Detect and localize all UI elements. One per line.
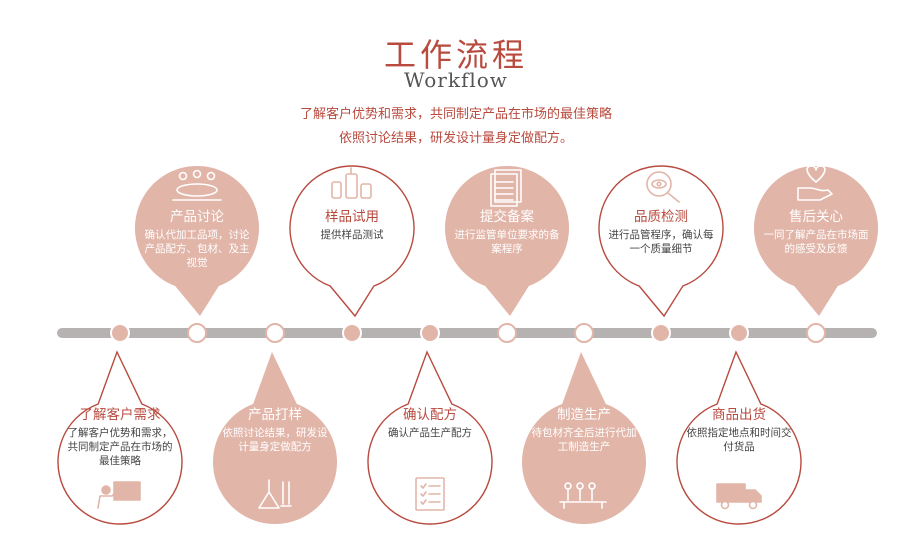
timeline-node-4 bbox=[342, 323, 362, 343]
step-bubble-7 bbox=[522, 352, 647, 524]
step-bubble-10 bbox=[754, 166, 878, 316]
step-label-5: 确认配方确认产品生产配方 bbox=[376, 406, 484, 440]
step-bubble-8 bbox=[598, 165, 724, 318]
step-title: 样品试用 bbox=[325, 209, 379, 225]
step-label-8: 品质检测进行品管程序，确认每一个质量细节 bbox=[607, 208, 715, 256]
step-label-1: 了解客户需求了解客户优势和需求，共同制定产品在市场的最佳策略 bbox=[66, 406, 174, 468]
step-label-9: 商品出货依照指定地点和时间交付货品 bbox=[685, 406, 793, 454]
presenter-icon bbox=[97, 481, 141, 509]
step-title: 提交备案 bbox=[480, 209, 534, 225]
lab-flask-icon bbox=[258, 479, 292, 509]
timeline-node-6 bbox=[497, 323, 517, 343]
heart-hand-icon bbox=[797, 165, 833, 201]
step-description: 待包材齐全后进行代加工制造生产 bbox=[531, 427, 637, 453]
formula-checklist-icon bbox=[415, 477, 445, 511]
step-title: 售后关心 bbox=[789, 209, 843, 225]
documents-icon bbox=[490, 169, 522, 207]
step-bubble-6 bbox=[445, 166, 569, 316]
step-description: 了解客户优势和需求，共同制定产品在市场的最佳策略 bbox=[67, 427, 173, 467]
step-description: 提供样品测试 bbox=[320, 229, 384, 241]
step-description: 依照讨论结果，研发设计量身定做配方 bbox=[222, 427, 328, 453]
step-description: 确认代加工品项，讨论产品配方、包材、及主视觉 bbox=[144, 229, 250, 269]
step-description: 确认产品生产配方 bbox=[388, 427, 472, 439]
step-bubble-4 bbox=[289, 165, 415, 318]
intro-line-2: 依照讨论结果，研发设计量身定做配方。 bbox=[338, 131, 573, 146]
step-title: 产品打样 bbox=[248, 407, 302, 423]
production-line-icon bbox=[559, 482, 607, 509]
timeline-node-2 bbox=[187, 323, 207, 343]
step-bubble-5 bbox=[367, 350, 493, 525]
step-title: 确认配方 bbox=[403, 407, 457, 423]
timeline-node-10 bbox=[806, 323, 826, 343]
step-title: 品质检测 bbox=[634, 209, 688, 225]
step-bubble-9 bbox=[676, 350, 802, 525]
step-label-4: 样品试用提供样品测试 bbox=[298, 208, 406, 242]
step-description: 一同了解产品在市场面的感受及反馈 bbox=[763, 229, 869, 255]
step-description: 进行品管程序，确认每一个质量细节 bbox=[608, 229, 714, 255]
timeline-node-3 bbox=[265, 323, 285, 343]
intro-line-1: 了解客户优势和需求，共同制定产品在市场的最佳策略 bbox=[299, 107, 612, 122]
step-label-7: 制造生产待包材齐全后进行代加工制造生产 bbox=[530, 406, 638, 454]
meeting-icon bbox=[172, 169, 222, 201]
cosmetic-bottles-icon bbox=[331, 167, 372, 199]
step-title: 商品出货 bbox=[712, 407, 766, 423]
timeline-node-8 bbox=[651, 323, 671, 343]
step-label-6: 提交备案进行监管单位要求的备案程序 bbox=[453, 208, 561, 256]
step-bubble-1 bbox=[57, 350, 183, 525]
step-description: 进行监管单位要求的备案程序 bbox=[454, 229, 560, 255]
step-label-10: 售后关心一同了解产品在市场面的感受及反馈 bbox=[762, 208, 870, 256]
step-bubble-3 bbox=[213, 352, 337, 524]
magnifier-eye-icon bbox=[646, 171, 680, 203]
step-label-3: 产品打样依照讨论结果，研发设计量身定做配方 bbox=[221, 406, 329, 454]
step-description: 依照指定地点和时间交付货品 bbox=[686, 427, 792, 453]
timeline-node-7 bbox=[574, 323, 594, 343]
step-label-2: 产品讨论确认代加工品项，讨论产品配方、包材、及主视觉 bbox=[143, 208, 251, 270]
step-title: 了解客户需求 bbox=[79, 407, 161, 423]
step-bubble-2 bbox=[134, 165, 259, 316]
step-title: 制造生产 bbox=[557, 407, 611, 423]
page-subtitle: Workflow bbox=[404, 68, 508, 92]
timeline-node-1 bbox=[110, 323, 130, 343]
delivery-truck-icon bbox=[716, 483, 762, 510]
page-title: 工作流程 bbox=[383, 36, 528, 74]
timeline-node-9 bbox=[729, 323, 749, 343]
timeline-node-5 bbox=[420, 323, 440, 343]
step-title: 产品讨论 bbox=[170, 209, 224, 225]
